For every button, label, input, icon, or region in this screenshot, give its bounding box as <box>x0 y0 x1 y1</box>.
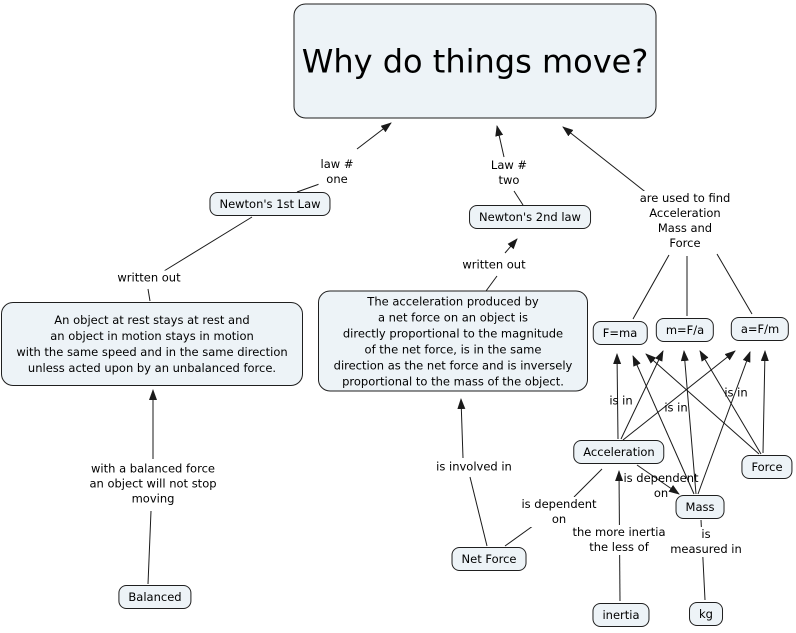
link-label-law-one[interactable]: law # one <box>318 157 356 187</box>
edge-written-out-to-2nd-law <box>504 238 518 254</box>
edge-acceleration-to-f-ma <box>613 353 622 440</box>
link-label-is-in-1[interactable]: is in <box>609 393 633 408</box>
concept-law1-description[interactable]: An object at rest stays at rest and an o… <box>1 302 303 386</box>
edge-acceleration-to-a-fm <box>622 350 736 441</box>
link-label-used-to-find[interactable]: are used to find Acceleration Mass and F… <box>637 191 733 251</box>
concept-mass[interactable]: Mass <box>675 495 725 519</box>
edge-2nd-law-to-law-two <box>513 190 524 206</box>
link-label-is-in-2[interactable]: is in <box>664 400 688 415</box>
edge-law2-text-to-written-out <box>485 275 498 292</box>
link-label-is-in-3[interactable]: is in <box>724 385 748 400</box>
link-label-written-out-1[interactable]: written out <box>115 270 183 286</box>
edge-acceleration-to-m-fa <box>620 350 664 440</box>
link-label-written-out-2[interactable]: written out <box>460 257 528 273</box>
concept-newtons-2nd-law[interactable]: Newton's 2nd law <box>469 205 591 229</box>
edge-net-force-to-is-involved-in <box>469 476 488 547</box>
concept-a-fm[interactable]: a=F/m <box>730 317 790 341</box>
concept-net-force[interactable]: Net Force <box>451 547 527 571</box>
edge-force-to-m-fa <box>699 350 762 455</box>
concept-f-ma[interactable]: F=ma <box>592 321 648 345</box>
link-label-measured-in[interactable]: is measured in <box>668 527 744 557</box>
link-label-is-involved-in[interactable]: is involved in <box>434 459 514 475</box>
concept-newtons-1st-law[interactable]: Newton's 1st Law <box>209 192 331 216</box>
concept-m-fa[interactable]: m=F/a <box>655 318 715 342</box>
edge-written-out-to-law1-text <box>147 288 151 302</box>
edge-law-one-to-title <box>356 122 392 150</box>
concept-title[interactable]: Why do things move? <box>293 3 657 119</box>
edge-force-to-a-fm <box>760 350 769 454</box>
edge-mass-to-m-fa <box>680 350 697 495</box>
edge-used-to-find-to-a-fm <box>716 253 753 315</box>
concept-kg[interactable]: kg <box>689 602 723 626</box>
edge-is-involved-in-to-law2-text <box>457 398 466 459</box>
edge-used-to-find-to-f-ma <box>632 254 670 320</box>
edge-force-to-f-ma <box>645 353 760 455</box>
concept-balanced[interactable]: Balanced <box>118 585 192 609</box>
link-label-balanced-force[interactable]: with a balanced force an object will not… <box>87 461 219 507</box>
concept-acceleration[interactable]: Acceleration <box>573 440 665 464</box>
concept-law2-description[interactable]: The acceleration produced by a net force… <box>318 290 588 392</box>
concept-force[interactable]: Force <box>741 455 793 479</box>
edge-balanced-to-label <box>147 510 152 585</box>
link-label-law-two[interactable]: Law # two <box>488 158 530 188</box>
concept-inertia[interactable]: inertia <box>592 603 650 627</box>
link-label-is-dependent-on-right[interactable]: is dependent on <box>623 471 699 500</box>
edge-1st-law-to-written-out <box>163 216 253 272</box>
edge-mass-to-f-ma <box>632 355 695 495</box>
edge-is-dependent-to-acceleration <box>573 468 603 498</box>
edge-law-two-to-title <box>495 125 505 158</box>
edge-acceleration-to-mass <box>636 464 680 495</box>
link-label-is-dependent-on-left[interactable]: is dependent on <box>519 497 599 527</box>
link-label-more-inertia[interactable]: the more inertia the less of <box>570 525 668 555</box>
edge-used-to-find-to-title <box>562 126 649 195</box>
